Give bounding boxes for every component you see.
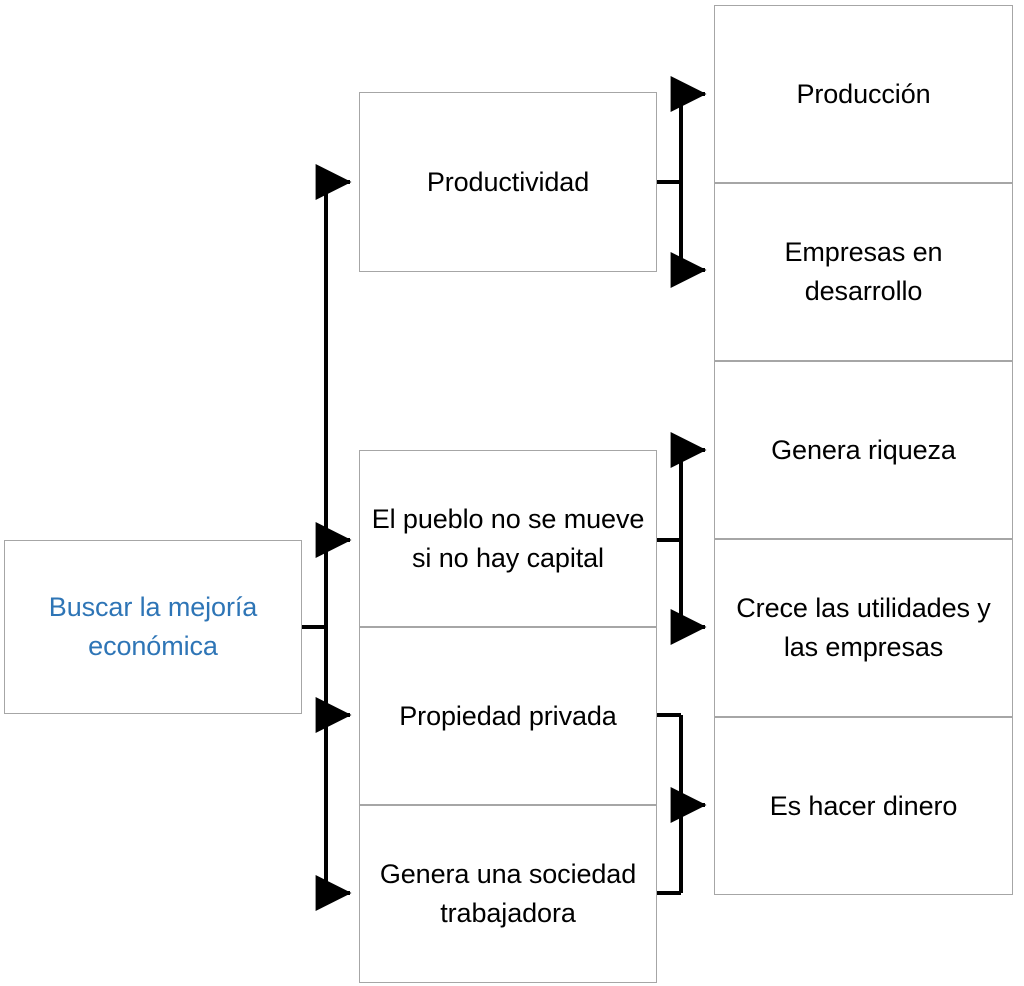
node-root-label: Buscar la mejoría económica <box>48 592 258 661</box>
node-el-pueblo-no-se-mueve[interactable]: El pueblo no se mueve si no hay capital <box>359 450 657 627</box>
node-productividad-label: Productividad <box>426 166 590 197</box>
node-genera-riqueza[interactable]: Genera riqueza <box>714 361 1013 539</box>
node-el-pueblo-no-se-mueve-label: El pueblo no se mueve si no hay capital <box>371 503 645 573</box>
node-propiedad-privada[interactable]: Propiedad privada <box>359 627 657 805</box>
node-es-hacer-dinero-label: Es hacer dinero <box>769 790 958 821</box>
node-productividad[interactable]: Productividad <box>359 92 657 272</box>
node-genera-riqueza-label: Genera riqueza <box>771 434 956 465</box>
edge-merge-trunk-to-es-hacer-dinero <box>670 715 707 893</box>
node-es-hacer-dinero[interactable]: Es hacer dinero <box>714 717 1013 895</box>
node-empresas-en-desarrollo-label: Empresas en desarrollo <box>784 237 943 306</box>
node-genera-sociedad-trabajadora-label: Genera una sociedad trabajadora <box>379 859 637 928</box>
node-produccion[interactable]: Producción <box>714 5 1013 183</box>
node-produccion-label: Producción <box>796 78 931 109</box>
node-crece-las-utilidades[interactable]: Crece las utilidades y las empresas <box>714 539 1013 717</box>
edge-productividad-trunk <box>657 94 683 270</box>
node-root[interactable]: Buscar la mejoría económica <box>4 540 302 714</box>
node-empresas-en-desarrollo[interactable]: Empresas en desarrollo <box>714 183 1013 361</box>
node-crece-las-utilidades-label: Crece las utilidades y las empresas <box>736 593 991 662</box>
edge-el-pueblo-trunk <box>657 450 683 627</box>
node-propiedad-privada-label: Propiedad privada <box>399 700 617 731</box>
node-genera-sociedad-trabajadora[interactable]: Genera una sociedad trabajadora <box>359 805 657 983</box>
